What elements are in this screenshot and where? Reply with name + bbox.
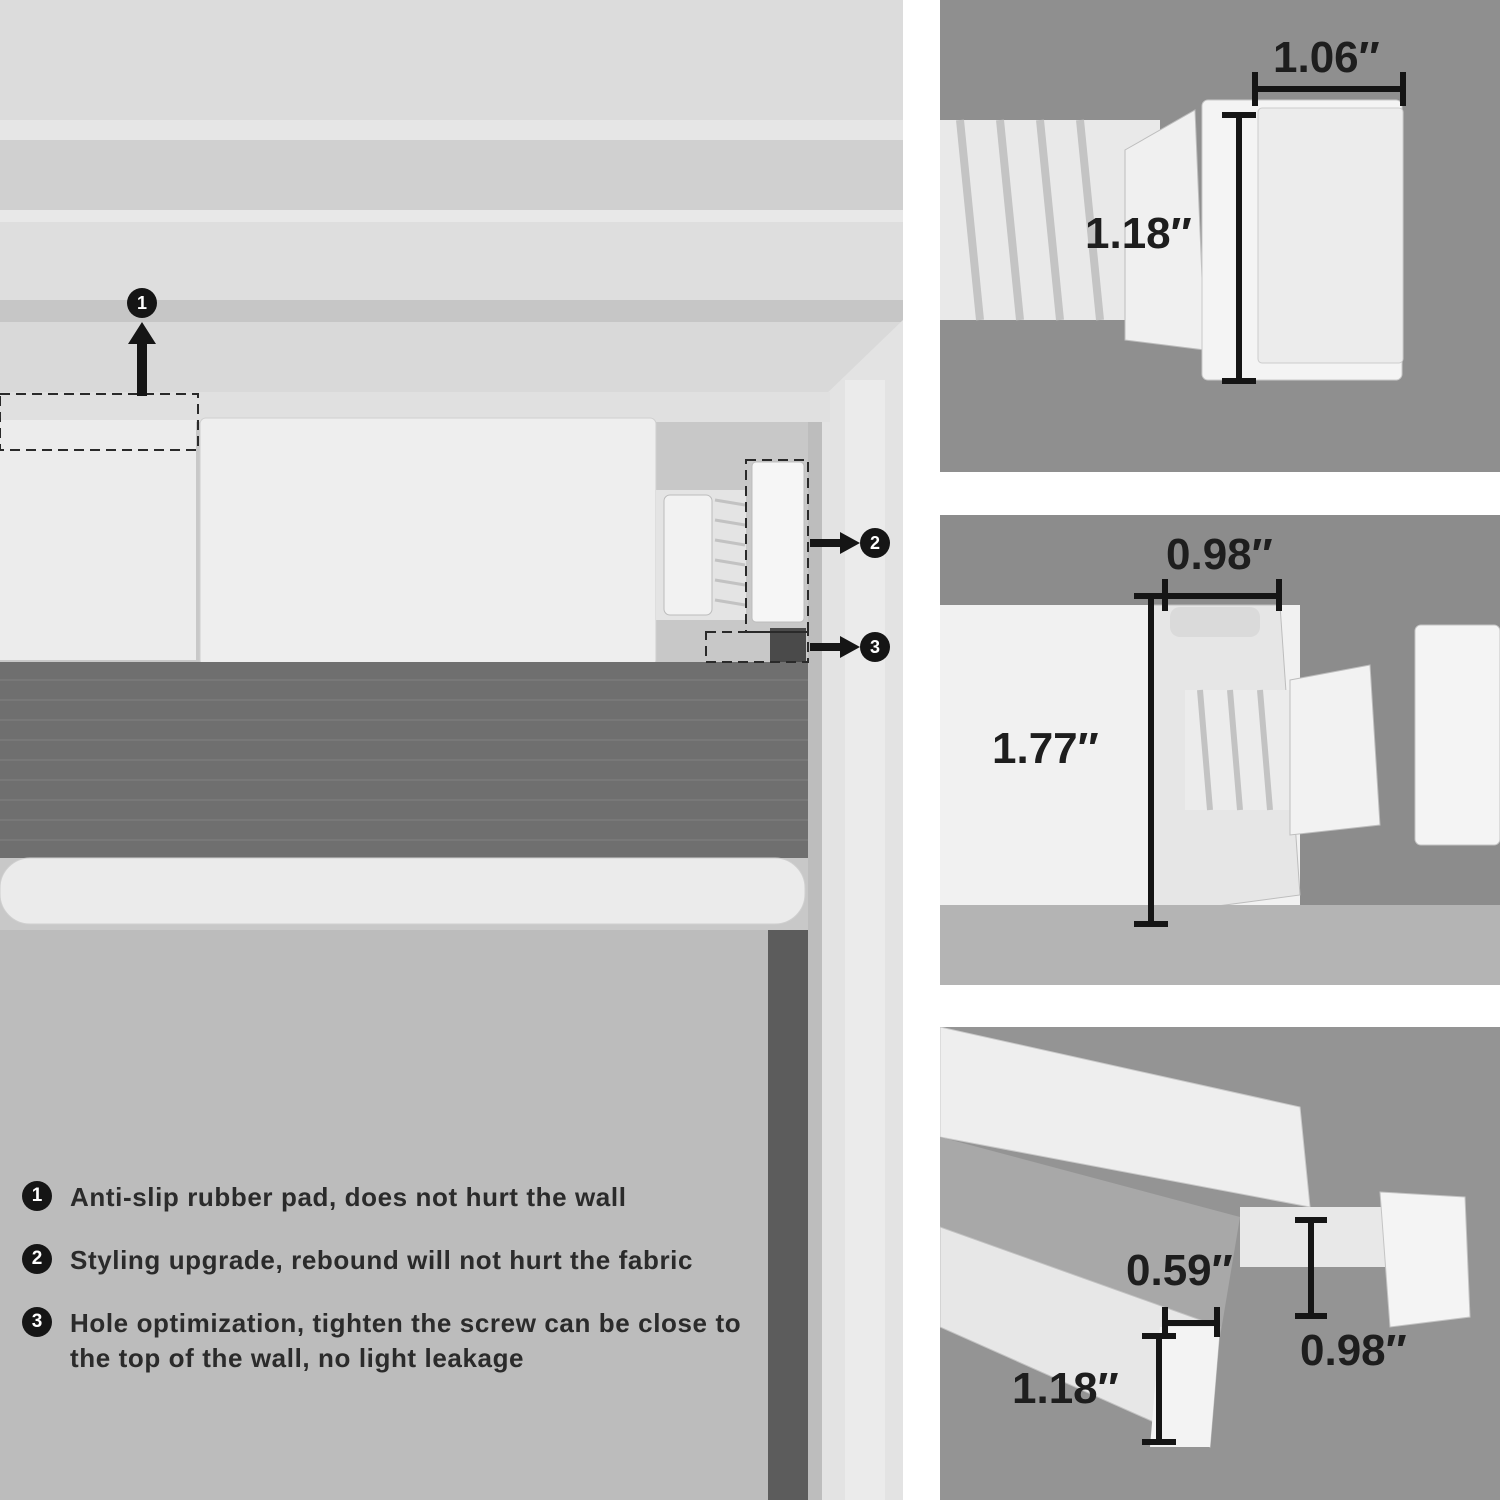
callout-marker-1: 1 <box>127 288 157 318</box>
note-number-badge: 3 <box>22 1307 52 1337</box>
feature-note-1: 1 Anti-slip rubber pad, does not hurt th… <box>22 1180 770 1215</box>
pad-side-label: 0.98″ <box>1300 1326 1407 1375</box>
note-text: Hole optimization, tighten the screw can… <box>70 1308 742 1373</box>
bottom-bar-panel: 0.59″ 0.98″ 1.18″ <box>940 1027 1500 1500</box>
pad-width-label: 1.06″ <box>1273 33 1380 82</box>
window-frame-illustration <box>0 120 903 1500</box>
rail-height-label: 1.77″ <box>992 724 1099 773</box>
note-text: Styling upgrade, rebound will not hurt t… <box>70 1245 694 1275</box>
rail-depth-label: 0.98″ <box>1166 530 1273 579</box>
pad-closeup-illustration <box>940 0 1500 472</box>
pad-height-label: 1.18″ <box>1085 209 1192 258</box>
headrail-end-panel: 0.98″ 1.77″ <box>940 515 1500 985</box>
callout-marker-3: 3 <box>860 632 890 662</box>
pad-closeup-panel: 1.06″ 1.18″ <box>940 0 1500 472</box>
bottom-bar-height-label: 1.18″ <box>1012 1364 1119 1413</box>
bottom-bar-width-label: 0.59″ <box>1126 1246 1233 1295</box>
note-text: Anti-slip rubber pad, does not hurt the … <box>70 1182 627 1212</box>
installation-photo-panel: 1 2 3 1 Anti-slip rubber pad, does not h… <box>0 0 903 1500</box>
callout-marker-2: 2 <box>860 528 890 558</box>
note-number-badge: 2 <box>22 1244 52 1274</box>
note-number-badge: 1 <box>22 1181 52 1211</box>
feature-note-3: 3 Hole optimization, tighten the screw c… <box>22 1306 770 1376</box>
headrail-end-illustration <box>940 515 1500 985</box>
feature-note-2: 2 Styling upgrade, rebound will not hurt… <box>22 1243 770 1278</box>
bottom-bar-illustration <box>940 1027 1500 1500</box>
